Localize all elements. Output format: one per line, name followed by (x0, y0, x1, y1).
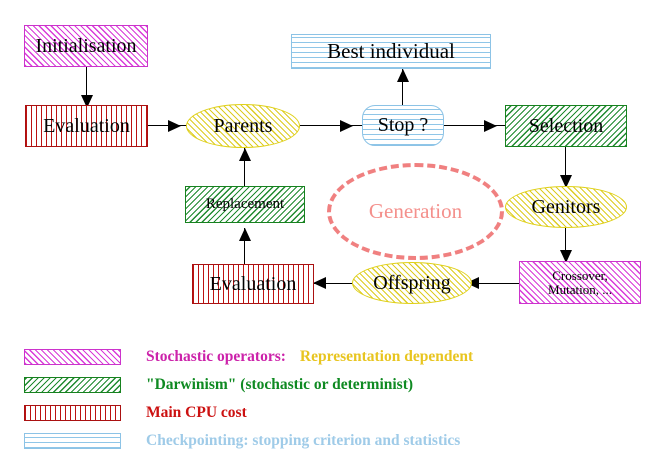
legend-text-darwinism: "Darwinism" (stochastic or determinist) (146, 376, 413, 394)
node-initialisation[interactable]: Initialisation (24, 25, 148, 67)
legend-swatch-blue (24, 433, 121, 449)
node-genitors[interactable]: Genitors (505, 186, 627, 228)
edge-initialisation-to-evaluation (86, 67, 88, 99)
node-evaluation-bottom-label: Evaluation (209, 272, 297, 295)
legend-row-stochastic-operators: Stochastic operators: Representation depe… (24, 346, 473, 368)
arrowhead-selection-to-genitors (560, 175, 572, 188)
node-evaluation-top[interactable]: Evaluation (25, 105, 148, 147)
node-stop-label: Stop ? (377, 114, 429, 136)
node-generation-label: Generation (368, 199, 463, 223)
arrowhead-initialisation-to-evaluation (81, 95, 93, 108)
edge-replacement-to-parents (244, 148, 246, 188)
node-evaluation-bottom[interactable]: Evaluation (192, 264, 314, 304)
node-parents-label: Parents (213, 114, 273, 137)
legend-swatch-green (24, 377, 121, 393)
arrowhead-parents-to-stop (340, 120, 353, 132)
node-offspring-label: Offspring (373, 271, 451, 294)
node-replacement-label: Replacement (205, 195, 285, 212)
node-parents[interactable]: Parents (186, 104, 300, 148)
arrowhead-replacement-to-parents (239, 148, 251, 161)
edge-parents-to-stop (300, 125, 364, 127)
edge-stop-to-best-individual (402, 69, 404, 106)
legend-row-checkpointing: Checkpointing: stopping criterion and st… (24, 430, 460, 452)
edge-crossover-to-offspring (466, 283, 521, 285)
legend-label-main-cpu-cost: Main CPU cost (146, 404, 247, 421)
node-generation-boundary: Generation (327, 163, 504, 260)
arrowhead-genitors-to-crossover (560, 250, 572, 263)
legend-label-darwinism: "Darwinism" (stochastic or determinist) (146, 376, 414, 393)
legend-row-darwinism: "Darwinism" (stochastic or determinist) (24, 374, 413, 396)
node-selection-label: Selection (528, 114, 604, 137)
node-offspring[interactable]: Offspring (352, 262, 472, 304)
arrowhead-evaluation-to-replacement (239, 228, 251, 241)
arrowhead-evaluation-to-parents (168, 120, 181, 132)
edge-stop-to-selection (444, 125, 507, 127)
edge-offspring-to-evaluation (313, 283, 357, 285)
legend-text-checkpointing: Checkpointing: stopping criterion and st… (146, 432, 460, 450)
arrowhead-stop-to-best-individual (397, 69, 409, 82)
legend-swatch-magenta (24, 349, 121, 365)
node-replacement[interactable]: Replacement (185, 186, 305, 223)
node-selection[interactable]: Selection (505, 105, 627, 147)
legend-label-representation-dependent: Representation dependent (299, 348, 474, 365)
edge-evaluation-to-replacement (244, 228, 246, 266)
node-crossover-mutation[interactable]: Crossover, Mutation, ... (519, 261, 641, 304)
legend-swatch-red (24, 405, 121, 421)
node-genitors-label: Genitors (531, 195, 601, 218)
node-evaluation-top-label: Evaluation (43, 114, 130, 137)
legend-row-main-cpu-cost: Main CPU cost (24, 402, 247, 424)
legend-label-checkpointing: Checkpointing: stopping criterion and st… (146, 432, 461, 449)
edge-genitors-to-crossover (565, 228, 567, 263)
node-stop[interactable]: Stop ? (362, 105, 444, 146)
legend-text-stochastic-operators: Stochastic operators: Representation depe… (146, 348, 473, 366)
node-crossover-label-line1: Crossover, (552, 267, 608, 283)
arrowhead-stop-to-selection (484, 120, 497, 132)
edge-selection-to-genitors (565, 147, 567, 188)
node-best-individual-label: Best individual (327, 39, 455, 64)
node-best-individual[interactable]: Best individual (291, 34, 491, 69)
node-crossover-label-line2: Mutation, ... (548, 281, 612, 297)
node-initialisation-label: Initialisation (35, 34, 137, 57)
arrowhead-offspring-to-evaluation (313, 277, 326, 289)
legend-label-stochastic-operators: Stochastic operators: (146, 348, 286, 365)
legend-text-main-cpu-cost: Main CPU cost (146, 404, 247, 422)
